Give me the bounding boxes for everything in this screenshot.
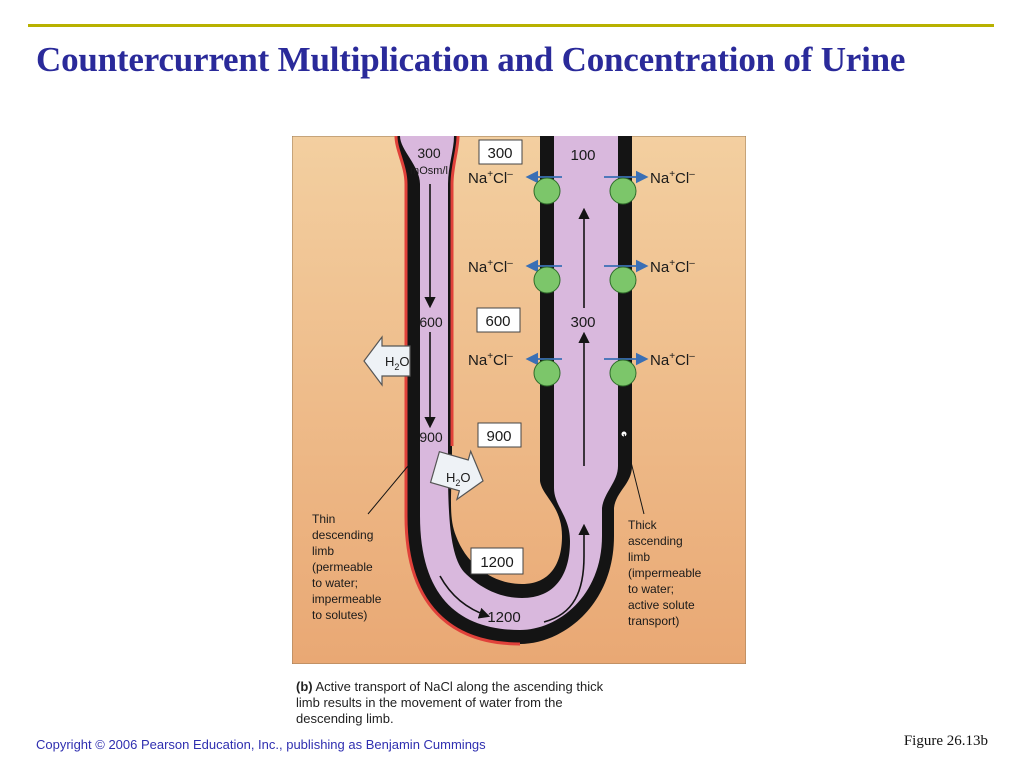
copyright-notice: Copyright © 2006 Pearson Education, Inc.… xyxy=(36,737,486,752)
interstitial-box-1200: 1200 xyxy=(470,547,524,575)
thin-limb-inner-border xyxy=(450,136,460,446)
slide-title: Countercurrent Multiplication and Concen… xyxy=(36,40,906,79)
svg-text:1200: 1200 xyxy=(480,554,513,571)
caption-text: Active transport of NaCl along the ascen… xyxy=(296,679,604,726)
pump-right-2 xyxy=(609,359,637,387)
descending-value-600: 600 xyxy=(419,314,443,330)
svg-text:900: 900 xyxy=(486,428,511,445)
loop-of-henle-figure: 300 mOsm/l 600 900 300 600 900 1200 100 … xyxy=(292,136,746,664)
flow-arrow-bottom-curve xyxy=(439,575,491,619)
nacl-label-right-2: Na+Cl– xyxy=(650,351,695,369)
nacl-label-right-1: Na+Cl– xyxy=(650,258,695,276)
flow-arrow-u-turn xyxy=(543,523,590,623)
nacl-pump-group: Na+Cl– Na+Cl– Na+Cl– Na+Cl– Na+Cl– Na+Cl– xyxy=(468,169,695,387)
svg-text:300: 300 xyxy=(487,145,512,162)
bottom-value-1200: 1200 xyxy=(487,609,520,626)
ascending-value-100: 100 xyxy=(570,147,595,164)
thick-limb-pointer xyxy=(623,433,645,515)
descending-unit: mOsm/l xyxy=(410,165,448,177)
pump-left-2 xyxy=(533,359,561,387)
descending-value-900: 900 xyxy=(419,429,443,445)
svg-text:H2O: H2O xyxy=(446,470,471,488)
nacl-label-left-2: Na+Cl– xyxy=(468,351,513,369)
nacl-label-left-0: Na+Cl– xyxy=(468,169,513,187)
thin-limb-pointer xyxy=(367,465,409,515)
descending-value-300: 300 xyxy=(417,145,441,161)
water-out-arrow-upper: H2O xyxy=(363,335,411,387)
figure-caption: (b) Active transport of NaCl along the a… xyxy=(296,679,626,727)
figure-number: Figure 26.13b xyxy=(903,733,988,749)
ascending-value-300: 300 xyxy=(570,314,595,331)
pump-right-0 xyxy=(609,177,637,205)
interstitial-background xyxy=(292,136,746,664)
top-rule xyxy=(28,24,994,27)
pump-right-1 xyxy=(609,266,637,294)
loop-of-henle-diagram: 300 mOsm/l 600 900 300 600 900 1200 100 … xyxy=(292,136,746,664)
nacl-label-right-0: Na+Cl– xyxy=(650,169,695,187)
tubule-lumen xyxy=(400,136,618,630)
svg-text:H2O: H2O xyxy=(385,354,410,372)
interstitial-box-300: 300 xyxy=(478,139,523,165)
thin-limb-border xyxy=(394,136,521,646)
water-out-arrow-lower: H2O xyxy=(429,449,484,501)
nacl-label-left-1: Na+Cl– xyxy=(468,258,513,276)
caption-part: (b) xyxy=(296,679,313,694)
interstitial-box-600: 600 xyxy=(476,307,521,333)
pump-left-1 xyxy=(533,266,561,294)
pump-left-0 xyxy=(533,177,561,205)
svg-text:600: 600 xyxy=(485,313,510,330)
interstitial-box-900: 900 xyxy=(477,422,522,448)
